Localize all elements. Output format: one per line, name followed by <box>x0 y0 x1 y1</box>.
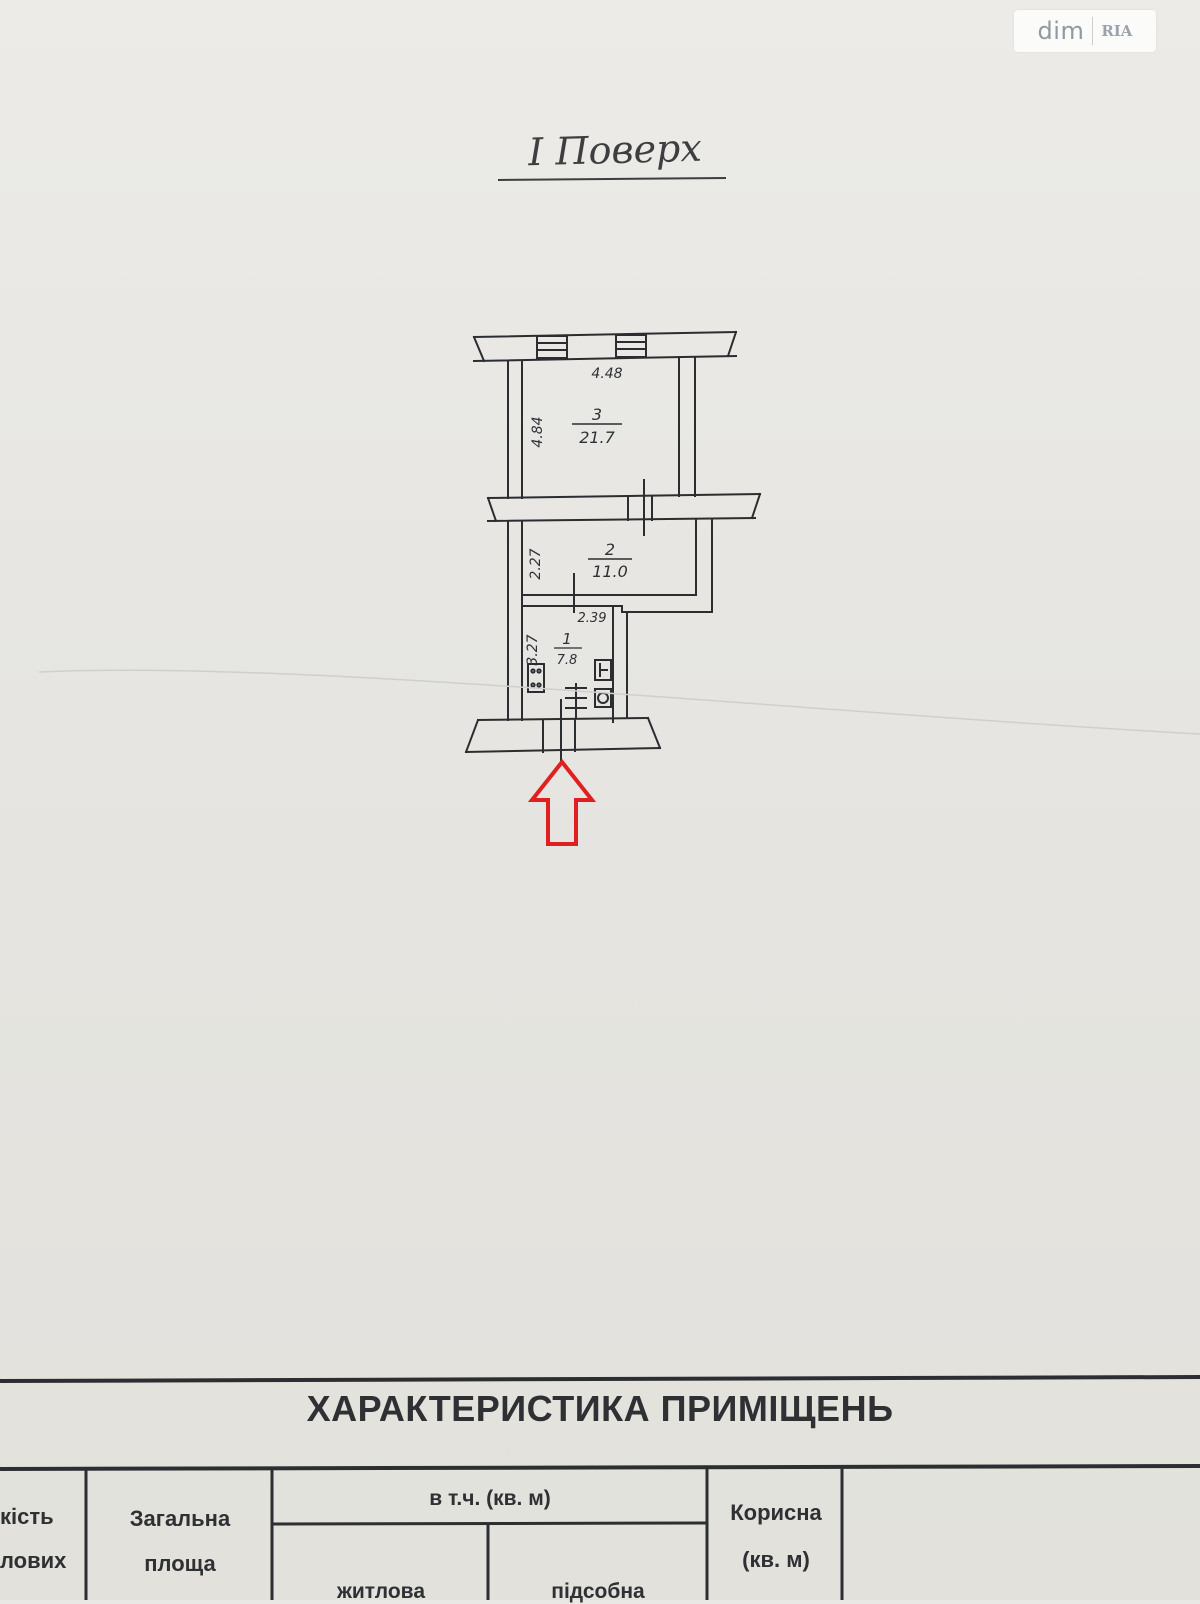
entrance-arrow-icon <box>527 758 597 846</box>
watermark-divider <box>1092 17 1094 45</box>
top-exterior-wall <box>472 330 738 363</box>
table-grid <box>0 1375 1200 1600</box>
partition-wall-room2-room1 <box>521 573 713 613</box>
room3-length-dimension: 4.84 <box>530 416 546 447</box>
bottom-exterior-wall <box>464 699 662 761</box>
useful-area-header-line1: Корисна <box>730 1500 822 1525</box>
room1-width-dimension: 2.39 <box>578 611 607 626</box>
room2-length-dimension: 2.27 <box>528 548 544 579</box>
room1-length-dimension: 3.27 <box>525 634 541 665</box>
useful-area-header-line2: (кв. м) <box>742 1547 810 1572</box>
auxiliary-area-header: підсобна <box>551 1580 645 1603</box>
room3-number: 3 <box>592 405 602 424</box>
left-wall <box>507 360 523 721</box>
room3-area: 21.7 <box>579 428 615 447</box>
room2-area: 11.0 <box>592 562 628 581</box>
living-area-header: житлова <box>336 1580 425 1603</box>
col0-header-line2: лових <box>0 1548 67 1573</box>
premises-characteristics-table: ХАРАКТЕРИСТИКА ПРИМІЩЕНЬ <box>0 1378 1200 1600</box>
window-right <box>615 334 647 358</box>
stove-icon <box>527 663 545 693</box>
table-title: ХАРАКТЕРИСТИКА ПРИМІЩЕНЬ <box>306 1388 894 1429</box>
col0-header-line1: кість <box>0 1504 54 1529</box>
total-area-header-line1: Загальна <box>129 1506 231 1531</box>
total-area-header-line2: площа <box>144 1551 216 1576</box>
room2-number: 2 <box>605 540 615 559</box>
dimria-watermark-logo: dim RIA <box>1014 10 1156 52</box>
room1-area: 7.8 <box>557 653 578 668</box>
window-left <box>536 335 568 359</box>
middle-wall <box>486 479 762 536</box>
right-wall-room2 <box>695 519 713 613</box>
right-wall-room3 <box>678 356 696 497</box>
right-wall-room1 <box>612 605 628 723</box>
room3-width-dimension: 4.48 <box>591 366 622 382</box>
stairs-mark <box>565 683 587 719</box>
including-group-header: в т.ч. (кв. м) <box>429 1487 551 1510</box>
watermark-ria-text: RIA <box>1101 22 1133 40</box>
watermark-dim-text: dim <box>1037 17 1085 45</box>
room1-number: 1 <box>562 630 572 648</box>
paper-crease <box>39 669 1200 735</box>
sink-icon <box>594 659 612 681</box>
